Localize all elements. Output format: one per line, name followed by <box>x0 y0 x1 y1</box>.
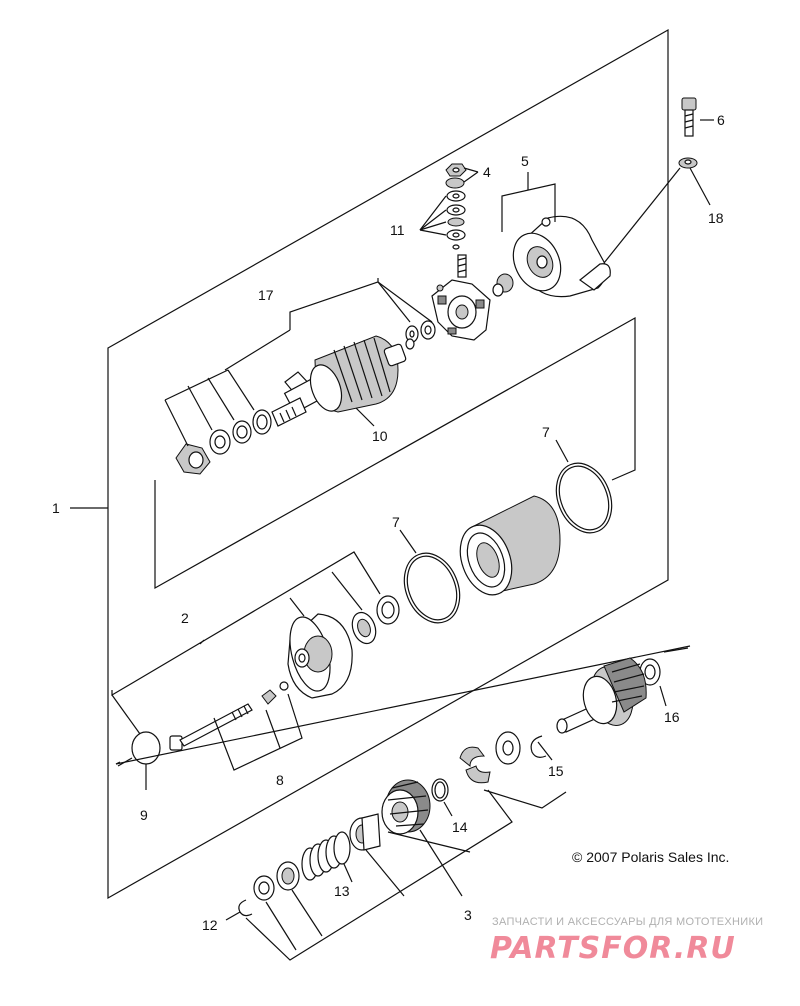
washer-part-18 <box>599 157 711 269</box>
clip-part-12 <box>225 899 253 921</box>
armature-part-10 <box>271 335 415 427</box>
bushing <box>492 273 514 297</box>
end-cap-part-5 <box>501 172 611 298</box>
collar <box>276 861 300 891</box>
spring-part-13 <box>301 831 353 883</box>
terminal-stud <box>457 254 467 278</box>
label-14: 14 <box>452 819 468 835</box>
label-9: 9 <box>140 807 148 823</box>
label-17: 17 <box>258 287 274 303</box>
drive-frame <box>115 645 691 765</box>
sleeve <box>349 813 381 851</box>
gasket-part-9 <box>111 694 161 790</box>
bolt-part-6 <box>681 97 714 137</box>
label-18: 18 <box>708 210 724 226</box>
brush-plate <box>431 279 491 341</box>
clutch-bracket <box>245 789 513 961</box>
armature-subframe <box>154 316 636 590</box>
washer-15-area <box>495 731 521 765</box>
label-11: 11 <box>390 222 405 238</box>
washers-part-11 <box>419 190 466 250</box>
label-12: 12 <box>202 917 218 933</box>
snap-ring-part-14 <box>431 778 453 817</box>
pinion-shaft <box>556 657 647 734</box>
label-10: 10 <box>372 428 388 444</box>
bracket-part-17 <box>224 278 436 371</box>
label-5: 5 <box>521 153 529 169</box>
clip-part-15 <box>530 735 553 761</box>
o-ring-part-7-upper <box>555 439 613 534</box>
armature-washers <box>164 369 272 475</box>
label-7-upper: 7 <box>542 424 550 440</box>
through-bolt-part-8 <box>169 681 303 771</box>
watermark-brand: PARTSFOR.RU <box>490 931 736 966</box>
label-4: 4 <box>483 164 491 180</box>
label-7-lower: 7 <box>392 514 400 530</box>
label-8: 8 <box>276 772 284 788</box>
label-3: 3 <box>464 907 472 923</box>
watermark-tagline: ЗАПЧАСТИ И АКСЕССУАРЫ ДЛЯ МОТОТЕХНИКИ <box>492 916 763 928</box>
label-6: 6 <box>717 112 725 128</box>
label-16: 16 <box>664 709 680 725</box>
o-ring-part-7-lower <box>399 529 461 624</box>
label-13: 13 <box>334 883 350 899</box>
label-1: 1 <box>52 500 60 516</box>
retainer-halves <box>459 746 567 809</box>
label-15: 15 <box>548 763 564 779</box>
stop-washer <box>253 875 275 901</box>
nut-part-4 <box>445 163 479 189</box>
clutch-gear-part-3 <box>381 779 463 897</box>
motor-housing <box>459 495 561 596</box>
drive-housing-part-2 <box>111 551 400 699</box>
copyright-text: © 2007 Polaris Sales Inc. <box>572 849 729 865</box>
assembly-frame <box>107 28 669 900</box>
label-2: 2 <box>181 610 189 626</box>
